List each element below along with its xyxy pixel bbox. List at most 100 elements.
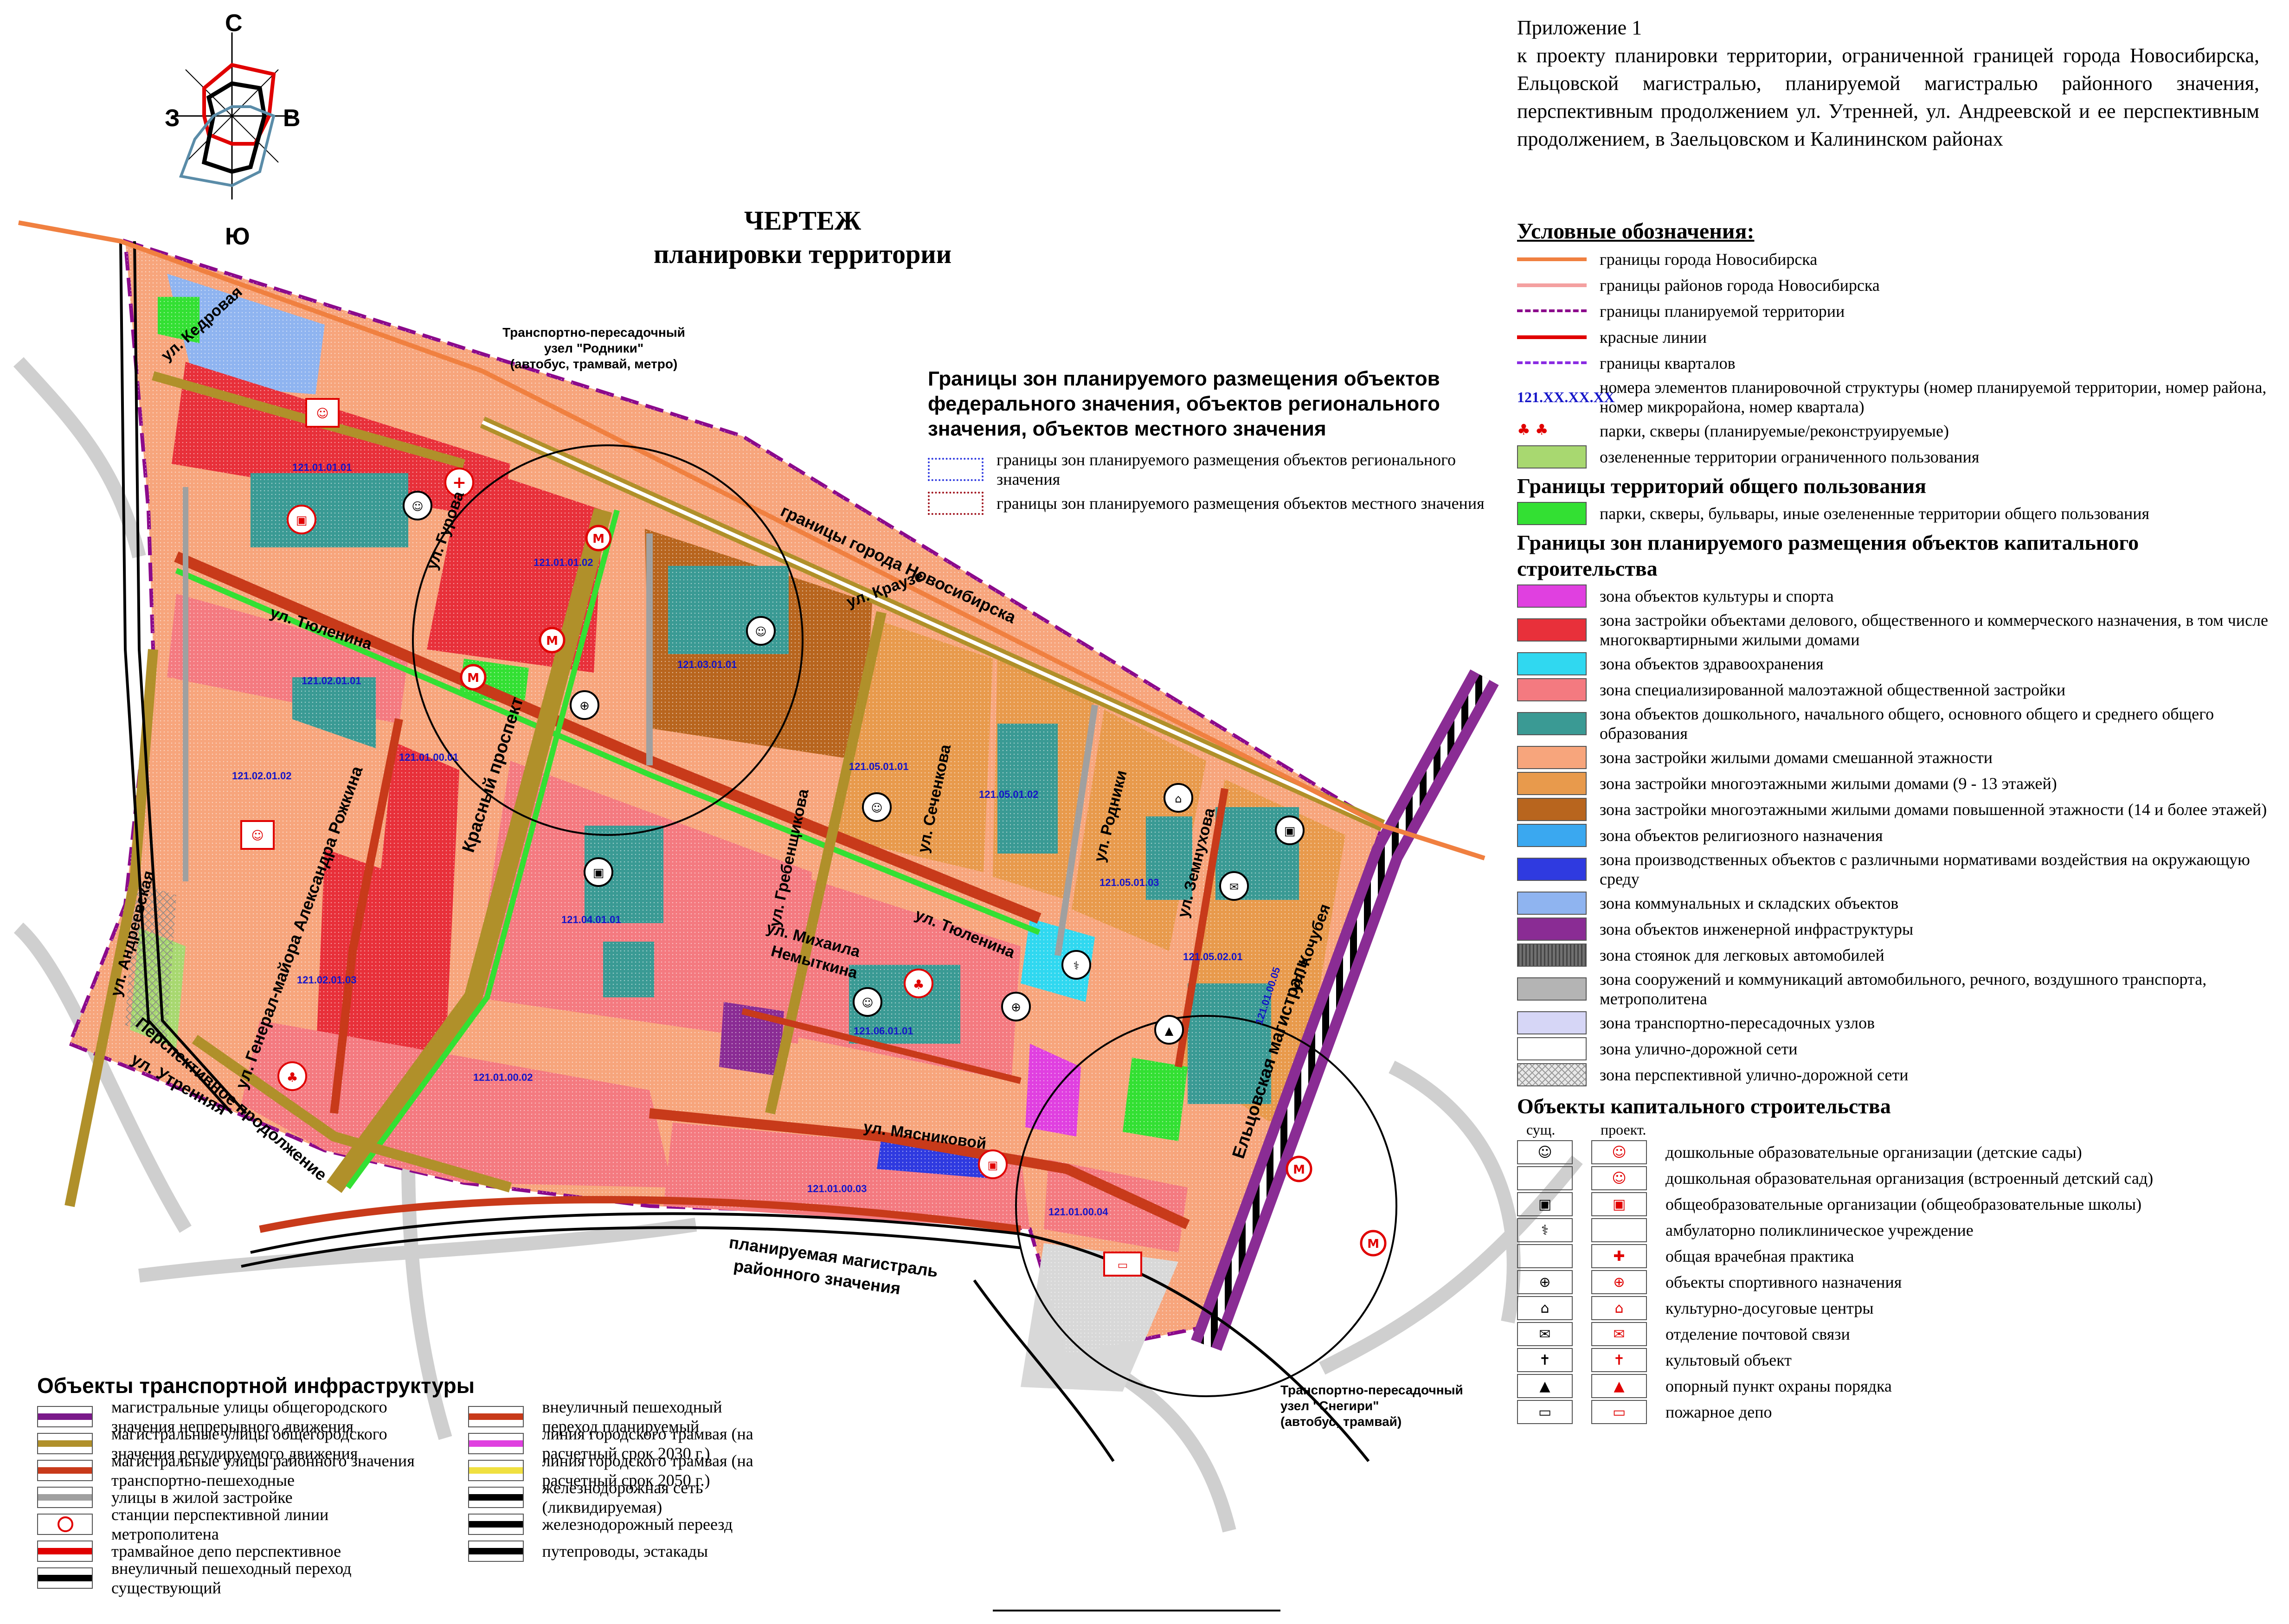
line-swatch	[1517, 300, 1587, 323]
tram-depot-icon: ▣	[978, 1149, 1008, 1179]
transport-swatch	[468, 1514, 524, 1535]
legend-object-row: ⊕⊕объекты спортивного назначения	[1517, 1270, 2283, 1294]
zone-swatch	[1517, 892, 1587, 915]
svg-text:▣: ▣	[1284, 824, 1296, 838]
wind-rose	[172, 32, 292, 199]
clinic-icon: ⚕	[1061, 950, 1091, 980]
transport-swatch	[37, 1433, 93, 1454]
legend-parks-row: ♣ ♣ парки, скверы (планируемые/реконстру…	[1517, 419, 2283, 443]
legend-zone-row: зона производственных объектов с различн…	[1517, 850, 2283, 889]
road-krasny-green	[346, 509, 620, 1189]
transport-row: линия городского трамвая (на расчетный с…	[468, 1425, 775, 1463]
legend-zone-row: зона коммунальных и складских объектов	[1517, 892, 2283, 915]
kindergarten-icon: ☺	[403, 491, 432, 520]
quarter-code: 121.01.00.01	[399, 751, 458, 763]
legend-zone-row: зона застройки жилыми домами смешанной э…	[1517, 746, 2283, 769]
legend-public-parks-row: парки, скверы, бульвары, иные озелененны…	[1517, 502, 2283, 525]
wind-north-label: С	[225, 10, 243, 37]
clinic-icon: ⚕	[1517, 1218, 1573, 1242]
transport-row: магистральные улицы районного значения т…	[37, 1451, 440, 1489]
quarter-code: 121.01.01.01	[292, 462, 352, 473]
legend-local-zone: границы зон планируемого размещения объе…	[928, 492, 1485, 515]
zone-swatch	[1517, 746, 1587, 769]
sport-icon: ⊕	[1517, 1270, 1573, 1294]
legend-zone-row: зона объектов здравоохранения	[1517, 652, 2283, 675]
tpu-snegiri-label: Транспортно-пересадочный узел "Снегири" …	[1280, 1383, 1463, 1429]
fire-station-icon: ▭	[1103, 1252, 1142, 1277]
culture-icon: ⌂	[1591, 1296, 1647, 1320]
quarter-code: 121.06.01.01	[854, 1025, 913, 1037]
svg-text:☺: ☺	[251, 829, 264, 843]
legend-line-row: границы районов города Новосибирска	[1517, 274, 2283, 297]
wind-rose-winter	[179, 105, 276, 187]
transport-swatch	[468, 1433, 524, 1454]
capital-heading: Границы зон планируемого размещения объе…	[1517, 531, 2139, 580]
road-myasnikovoy	[649, 1108, 1190, 1229]
legend-zone-row: зона специализированной малоэтажной обще…	[1517, 678, 2283, 701]
church-icon: ✝	[1517, 1348, 1573, 1372]
transport-row: станции перспективной линии метрополитен…	[37, 1505, 440, 1543]
svg-text:☺: ☺	[862, 996, 873, 1009]
transport-swatch	[37, 1406, 93, 1427]
kindergarten-icon: ☺	[1517, 1140, 1573, 1164]
line-swatch	[1517, 248, 1587, 271]
legend-zone-row: зона улично-дорожной сети	[1517, 1037, 2283, 1060]
transport-swatch	[37, 1541, 93, 1562]
railway-lines	[119, 241, 1370, 1462]
transport-swatch	[37, 1460, 93, 1481]
svg-text:♣: ♣	[913, 977, 924, 992]
public-parks-swatch	[1517, 502, 1587, 525]
svg-text:M: M	[467, 671, 479, 685]
quarter-code: 121.05.02.01	[1183, 951, 1242, 963]
zone-swatch	[1517, 678, 1587, 701]
transport-row: улицы в жилой застройке	[37, 1485, 440, 1509]
school-icon: ▣	[1275, 815, 1305, 845]
transport-row: магистральные улицы общегородского значе…	[37, 1398, 440, 1436]
objects-columns: сущ. проект.	[1526, 1121, 2283, 1138]
legend-zone-row: зона объектов инженерной инфраструктуры	[1517, 918, 2283, 941]
transport-col2: внеуличный пешеходный переход планируемы…	[468, 1398, 775, 1593]
zone-swatch	[1517, 1037, 1587, 1060]
road-utrennyaya	[192, 1034, 512, 1193]
quarter-code: 121.03.01.01	[677, 659, 737, 670]
svg-text:⊕: ⊕	[1011, 1001, 1021, 1014]
transport-swatch	[468, 1541, 524, 1562]
church-icon: ✝	[1591, 1348, 1647, 1372]
legend-object-row: ✉✉отделение почтовой связи	[1517, 1322, 2283, 1346]
svg-text:⚕: ⚕	[1074, 959, 1080, 972]
local-zone-swatch	[928, 492, 984, 515]
eltsovskaya-highway	[1191, 669, 1499, 1351]
legend-object-row: ⚕амбулаторно поликлиническое учреждение	[1517, 1218, 2283, 1242]
road-tyulenina-green	[175, 568, 1041, 935]
transport-legend: Объекты транспортной инфраструктуры маги…	[37, 1373, 803, 1597]
post-icon: ✉	[1219, 871, 1249, 901]
col-existing: сущ.	[1526, 1121, 1556, 1138]
road-inner-3	[741, 1008, 1022, 1084]
school-icon: ▣	[1591, 1192, 1647, 1216]
legend-object-row: ✝✝культовый объект	[1517, 1348, 2283, 1372]
road-andreevskaya	[64, 649, 158, 1207]
kindergarten-icon: ☺	[862, 792, 892, 822]
transport-row: железнодорожный переезд	[468, 1512, 775, 1536]
quarter-code: 121.02.01.01	[302, 675, 361, 687]
quarter-code: 121.05.01.03	[1099, 877, 1159, 888]
metro-icon: M	[1286, 1155, 1312, 1182]
appendix-body: к проекту планировки территории, огранич…	[1517, 44, 2259, 150]
post-icon: ✉	[1517, 1322, 1573, 1346]
transport-swatch	[468, 1487, 524, 1508]
metro-icon: M	[585, 525, 612, 552]
zone-swatch	[1517, 918, 1587, 941]
svg-text:▣: ▣	[988, 1159, 998, 1172]
public-heading: Границы территорий общего пользования	[1517, 474, 1926, 498]
tpu-rodniki-circle	[412, 444, 804, 836]
culture-icon: ⌂	[1164, 783, 1193, 813]
svg-text:+: +	[452, 473, 466, 492]
school-icon: ▣	[1517, 1192, 1573, 1216]
legend-object-row: ☺дошкольная образовательная организация …	[1517, 1166, 2283, 1190]
zone-swatch	[1517, 772, 1587, 795]
transport-col1: магистральные улицы общегородского значе…	[37, 1398, 440, 1597]
objects-heading: Объекты капитального строительства	[1517, 1094, 1891, 1118]
svg-text:⌂: ⌂	[1175, 792, 1182, 805]
legend-zone-row: зона объектов религиозного назначения	[1517, 824, 2283, 847]
